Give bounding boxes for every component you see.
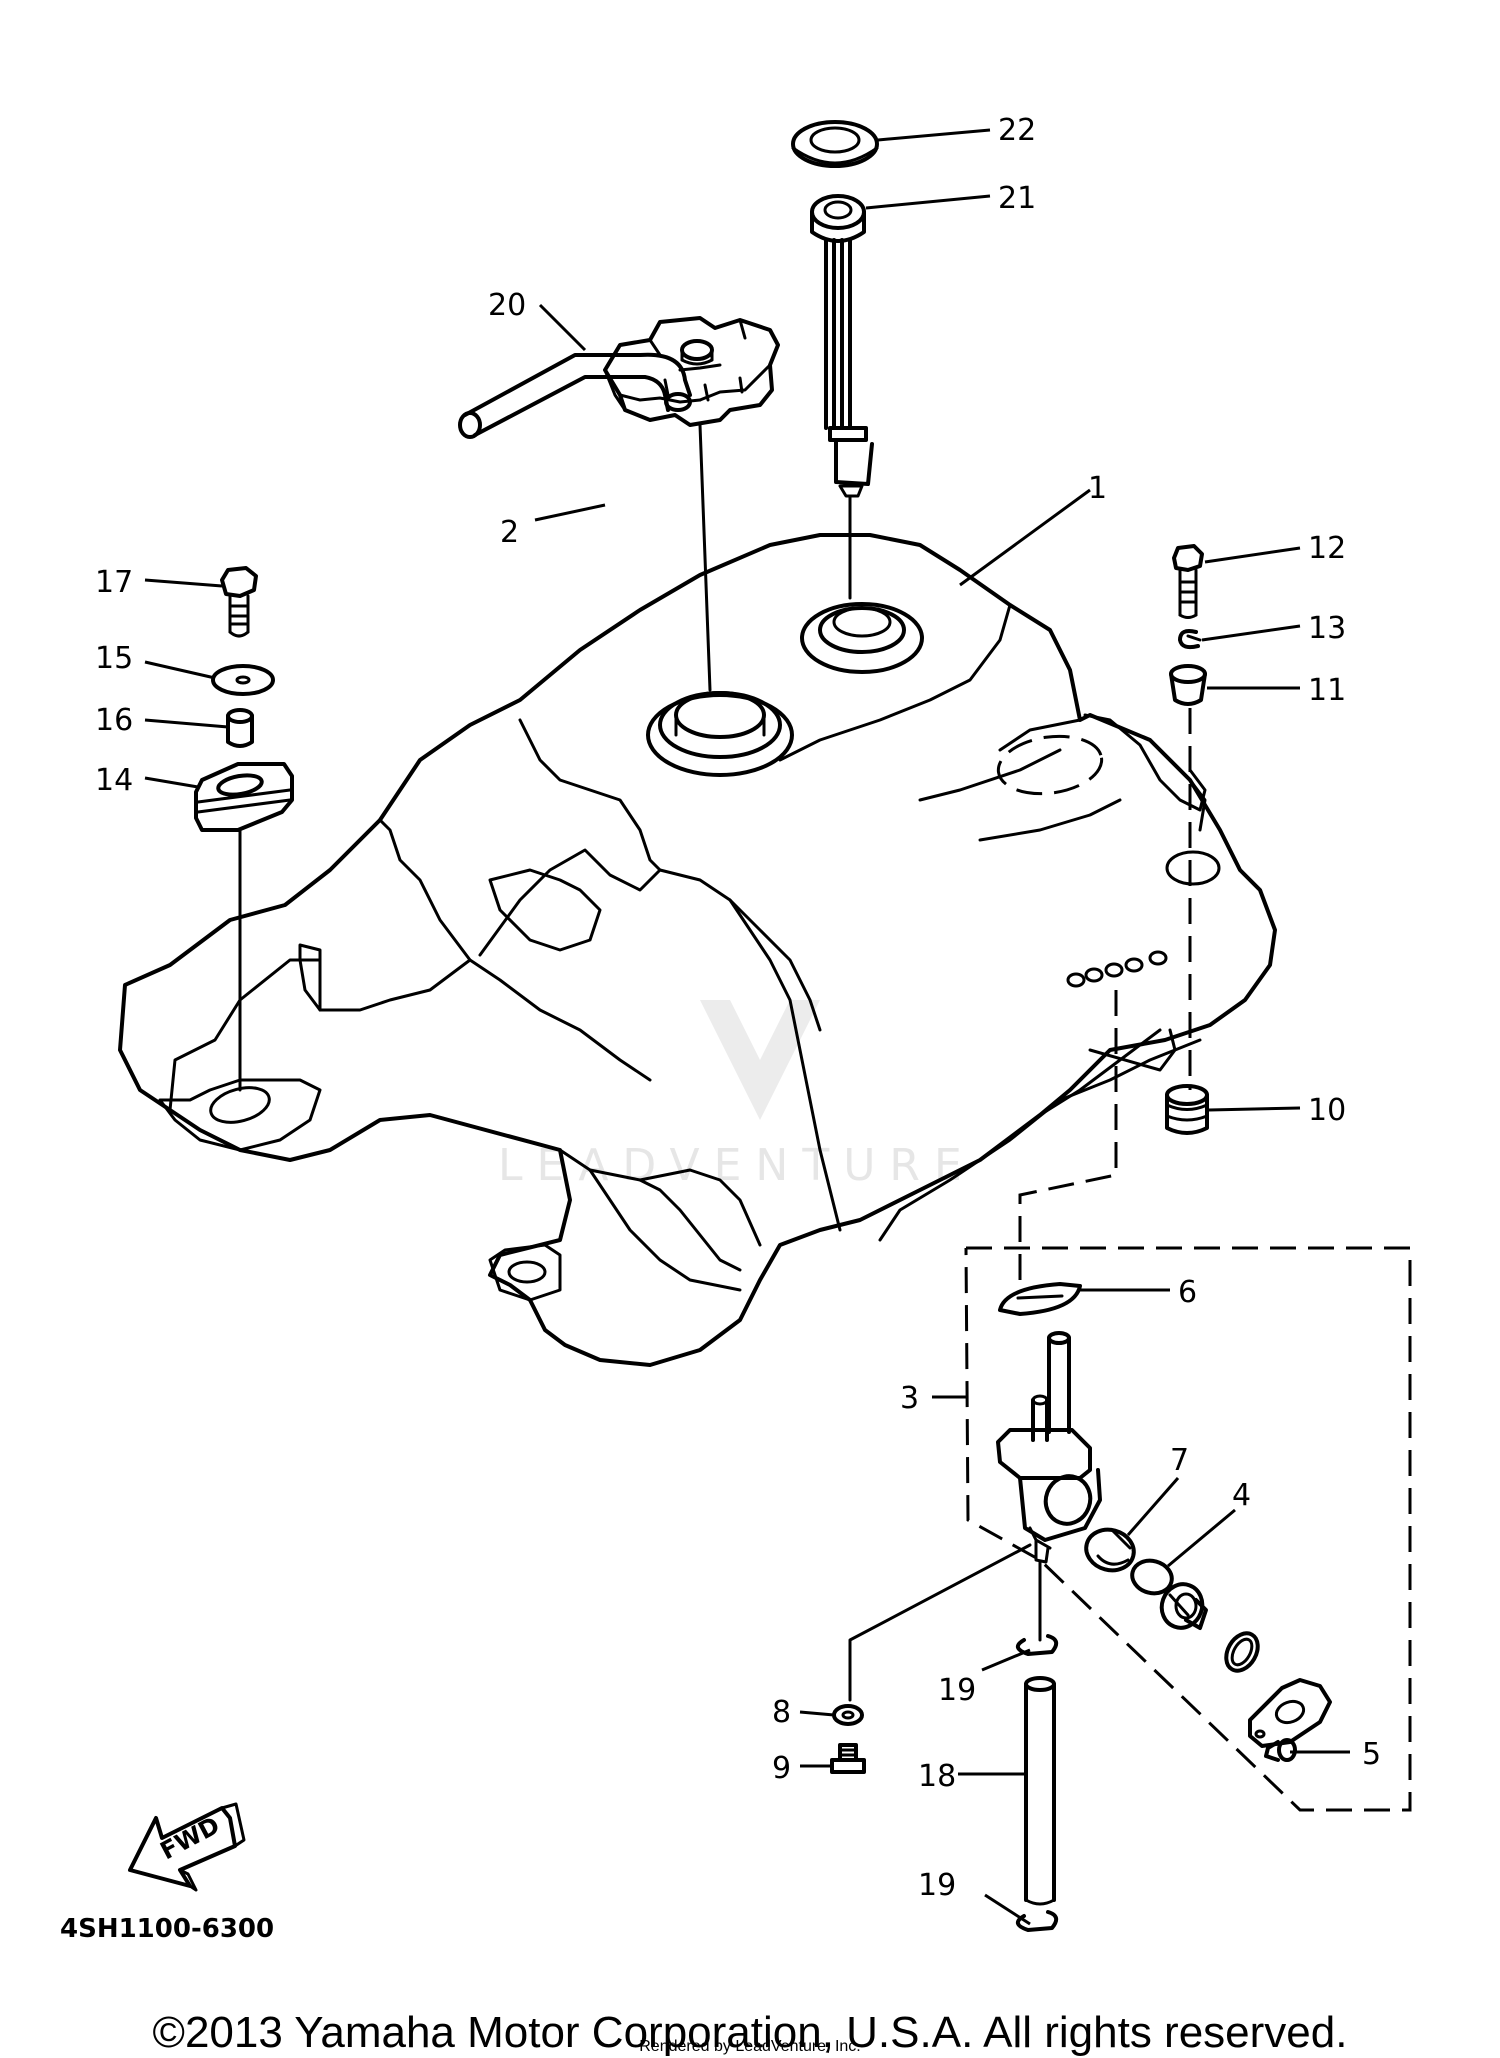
callout-14[interactable]: 14: [95, 763, 133, 798]
collar-16[interactable]: [226, 708, 254, 748]
callout-7[interactable]: 7: [1170, 1443, 1189, 1478]
valve-packing-7[interactable]: [1082, 1524, 1139, 1575]
callout-2[interactable]: 2: [500, 515, 519, 550]
washer-13[interactable]: [1178, 629, 1202, 650]
callout-17[interactable]: 17: [95, 565, 133, 600]
filler-neck: [646, 691, 794, 777]
fuel-hose-18[interactable]: [1024, 1676, 1056, 1906]
fuel-tank[interactable]: [118, 533, 1277, 1367]
breather-hose[interactable]: [458, 352, 692, 439]
callouts: 22 21 20 2 1 17 15 16 14 12 13 11 10 6 3…: [95, 113, 1381, 1903]
callout-1[interactable]: 1: [1088, 471, 1107, 506]
cock-plate[interactable]: [1248, 1678, 1332, 1748]
damper-10[interactable]: [1165, 1084, 1209, 1135]
callout-19-upper[interactable]: 19: [938, 1673, 976, 1708]
callout-5[interactable]: 5: [1362, 1737, 1381, 1772]
screw-5[interactable]: [1264, 1738, 1297, 1762]
callout-20[interactable]: 20: [488, 288, 526, 323]
washer-15[interactable]: [211, 664, 275, 696]
gauge-cover[interactable]: [791, 120, 879, 168]
connector-line-6: [1018, 990, 1118, 1290]
diagram-code: 4SH1100-6300: [60, 1914, 274, 1944]
fwd-arrow-icon: FWD: [128, 1802, 246, 1892]
fuel-cock-lever[interactable]: [1156, 1578, 1209, 1633]
callout-12[interactable]: 12: [1308, 531, 1346, 566]
fuel-cap[interactable]: [603, 316, 780, 692]
collar-11[interactable]: [1169, 664, 1207, 1090]
gauge-opening: [800, 602, 924, 674]
bolt-17[interactable]: [220, 566, 258, 638]
hose-clip-19-lower[interactable]: [1016, 1910, 1059, 1932]
hose-clip-19-upper[interactable]: [1016, 1634, 1059, 1656]
callout-6[interactable]: 6: [1178, 1275, 1197, 1310]
callout-11[interactable]: 11: [1308, 673, 1346, 708]
watermark-text: LEADVENTURE: [498, 1140, 976, 1191]
fuel-cock-assembly-box: [964, 1246, 1412, 1812]
callout-16[interactable]: 16: [95, 703, 133, 738]
callout-21[interactable]: 21: [998, 181, 1036, 216]
callout-10[interactable]: 10: [1308, 1093, 1346, 1128]
callout-3[interactable]: 3: [900, 1381, 919, 1416]
diaphragm-4[interactable]: [1129, 1556, 1176, 1597]
callout-15[interactable]: 15: [95, 641, 133, 676]
callout-8[interactable]: 8: [772, 1695, 791, 1730]
callout-22[interactable]: 22: [998, 113, 1036, 148]
callout-4[interactable]: 4: [1232, 1478, 1251, 1513]
watermark: LEADVENTURE: [498, 1000, 976, 1191]
strainer-6[interactable]: [998, 1282, 1082, 1316]
callout-19-lower[interactable]: 19: [918, 1868, 956, 1903]
drain-bolt-9[interactable]: [830, 1743, 866, 1774]
washer-8[interactable]: [832, 1704, 864, 1726]
callout-9[interactable]: 9: [772, 1751, 791, 1786]
copyright-notice: ©2013 Yamaha Motor Corporation, U.S.A. A…: [152, 2008, 1348, 2057]
damper-14[interactable]: [194, 762, 294, 1092]
fuel-cock-body[interactable]: [848, 1331, 1102, 1702]
leader-lines: [144, 128, 1350, 1926]
callout-18[interactable]: 18: [918, 1759, 956, 1794]
rendered-by-notice: Rendered by LeadVenture, Inc.: [639, 2038, 861, 2055]
o-ring[interactable]: [1220, 1628, 1264, 1677]
fuel-gauge-unit[interactable]: [810, 194, 874, 600]
bolt-12[interactable]: [1172, 544, 1204, 619]
callout-13[interactable]: 13: [1308, 611, 1346, 646]
